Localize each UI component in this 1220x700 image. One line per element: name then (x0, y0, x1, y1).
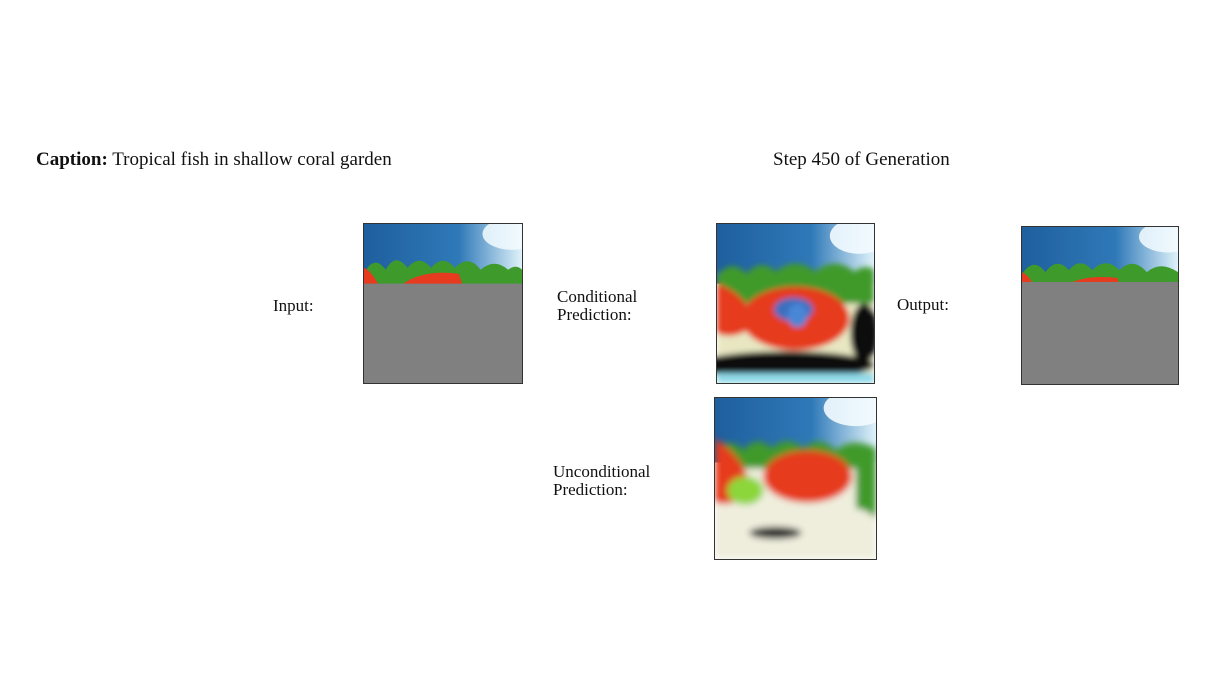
conditional-prediction-label: Conditional Prediction: (557, 288, 637, 324)
unconditional-prediction-image (714, 397, 877, 560)
output-image (1021, 226, 1179, 385)
conditional-label-line1: Conditional (557, 287, 638, 306)
unconditional-prediction-label: Unconditional Prediction: (553, 463, 650, 499)
conditional-label-line2: Prediction: (557, 305, 632, 324)
unconditional-label-line1: Unconditional (553, 462, 651, 481)
input-label-text: Input: (273, 296, 314, 315)
output-label-text: Output: (897, 295, 949, 314)
unconditional-label-line2: Prediction: (553, 480, 628, 499)
caption: Caption: Tropical fish in shallow coral … (36, 149, 392, 171)
step-title: Step 450 of Generation (773, 149, 950, 170)
output-label: Output: (897, 296, 949, 314)
caption-text: Tropical fish in shallow coral garden (112, 149, 392, 170)
input-label: Input: (273, 297, 314, 315)
input-image (363, 223, 523, 384)
caption-label: Caption: (36, 149, 108, 170)
conditional-prediction-image (716, 223, 875, 384)
